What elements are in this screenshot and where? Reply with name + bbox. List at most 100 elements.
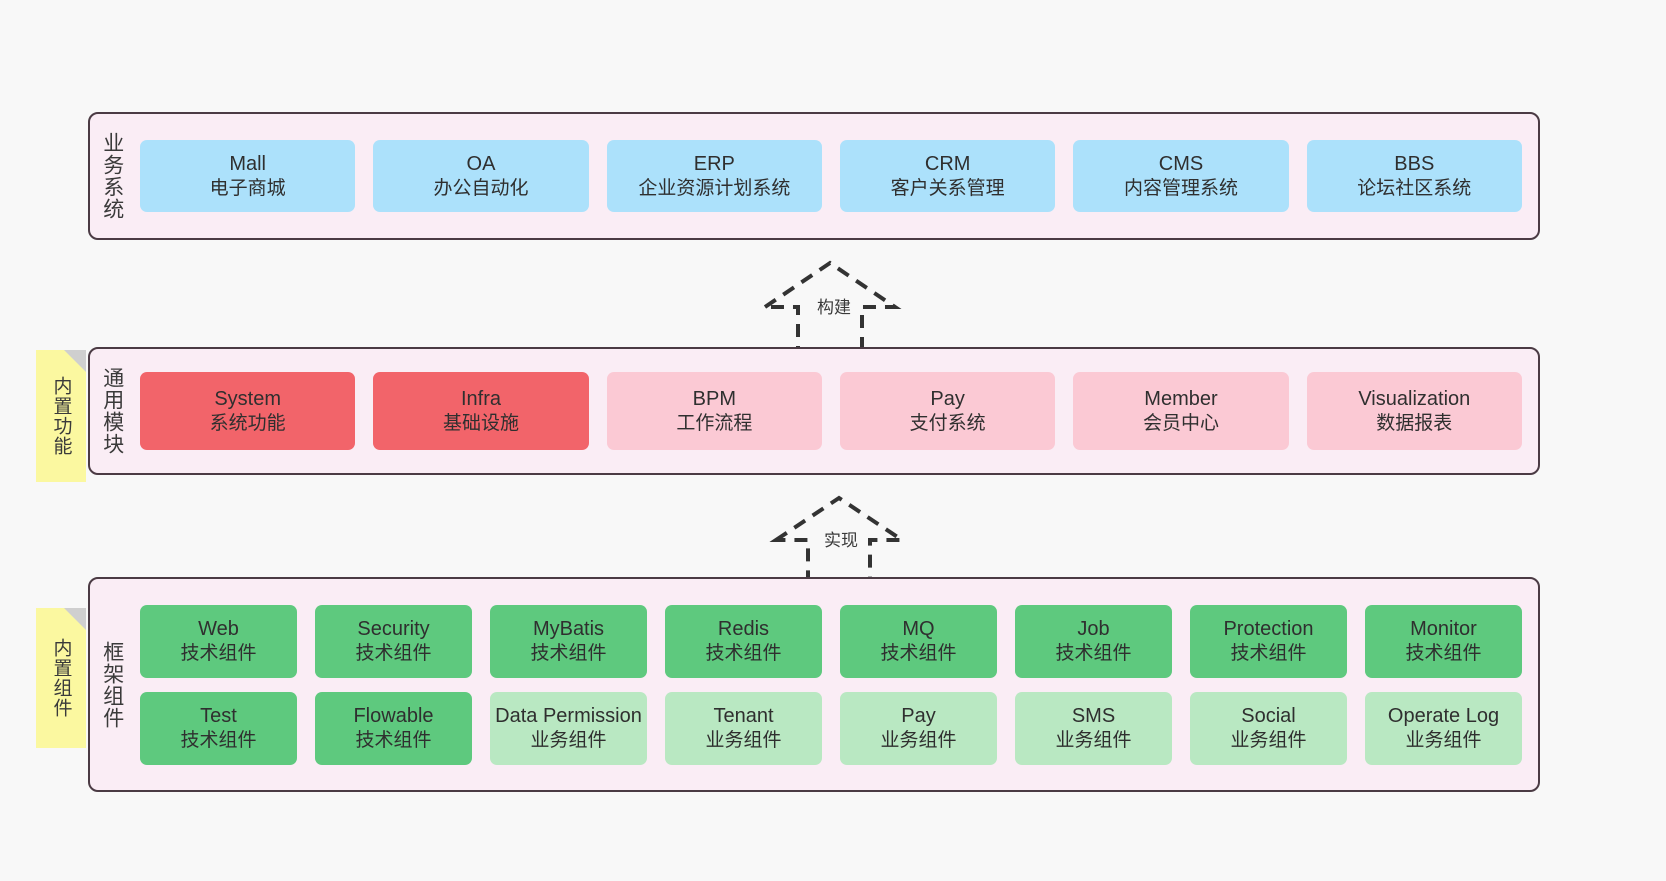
box-infra[interactable]: Infra 基础设施 xyxy=(373,372,589,450)
box-title: Protection xyxy=(1223,618,1314,641)
box-subtitle: 技术组件 xyxy=(355,642,432,664)
layer-title-business: 业务系统 xyxy=(100,132,124,220)
arrow-implement: 实现 xyxy=(768,492,910,584)
box-web[interactable]: Web 技术组件 xyxy=(140,604,297,678)
box-subtitle: 技术组件 xyxy=(355,729,432,751)
box-row: Web 技术组件 Security 技术组件 MyBatis 技术组件 Redi… xyxy=(140,604,1522,678)
arrow-label-implement: 实现 xyxy=(824,531,858,550)
box-subtitle: 技术组件 xyxy=(180,729,257,751)
box-title: MQ xyxy=(902,618,935,641)
box-row: System 系统功能 Infra 基础设施 BPM 工作流程 Pay 支付系统… xyxy=(140,372,1522,450)
box-subtitle: 数据报表 xyxy=(1376,412,1453,434)
note-label: 内置组件 xyxy=(50,638,72,718)
box-bpm[interactable]: BPM 工作流程 xyxy=(606,372,822,450)
box-pay-module[interactable]: Pay 支付系统 xyxy=(839,372,1056,450)
box-flowable[interactable]: Flowable 技术组件 xyxy=(315,691,472,765)
box-title: Member xyxy=(1144,388,1218,411)
layer-framework-components: 框架组件 Web 技术组件 Security 技术组件 MyBatis 技术组件… xyxy=(88,577,1540,792)
box-title: Visualization xyxy=(1358,388,1471,411)
box-crm[interactable]: CRM 客户关系管理 xyxy=(839,140,1056,212)
box-subtitle: 业务组件 xyxy=(1055,729,1132,751)
box-subtitle: 企业资源计划系统 xyxy=(638,177,791,199)
box-operate-log[interactable]: Operate Log 业务组件 xyxy=(1365,691,1522,765)
box-title: SMS xyxy=(1071,705,1116,728)
box-subtitle: 技术组件 xyxy=(705,642,782,664)
box-redis[interactable]: Redis 技术组件 xyxy=(665,604,822,678)
box-title: Infra xyxy=(460,388,501,411)
arrow-label-build: 构建 xyxy=(817,298,851,317)
box-subtitle: 基础设施 xyxy=(442,412,519,434)
box-security[interactable]: Security 技术组件 xyxy=(315,604,472,678)
box-protection[interactable]: Protection 技术组件 xyxy=(1190,604,1347,678)
layer-title-frame: 框架组件 xyxy=(100,640,124,729)
box-title: Web xyxy=(198,618,239,641)
box-title: Pay xyxy=(930,388,965,411)
note-fold-icon xyxy=(64,350,86,372)
box-title: Test xyxy=(200,705,237,728)
box-mq[interactable]: MQ 技术组件 xyxy=(840,604,997,678)
box-sms[interactable]: SMS 业务组件 xyxy=(1015,691,1172,765)
box-title: CRM xyxy=(924,153,971,176)
box-subtitle: 内容管理系统 xyxy=(1123,177,1238,199)
box-row: Mall 电子商城 OA 办公自动化 ERP 企业资源计划系统 CRM 客户关系… xyxy=(140,140,1522,212)
box-pay-component[interactable]: Pay 业务组件 xyxy=(840,691,997,765)
box-subtitle: 论坛社区系统 xyxy=(1357,177,1472,199)
layer-common-modules: 通用模块 System 系统功能 Infra 基础设施 BPM 工作流程 Pay… xyxy=(88,347,1540,475)
box-title: System xyxy=(214,388,281,411)
note-builtin-components: 内置组件 xyxy=(36,608,86,748)
box-member[interactable]: Member 会员中心 xyxy=(1073,372,1289,450)
box-subtitle: 工作流程 xyxy=(676,412,753,434)
box-title: ERP xyxy=(693,153,735,176)
box-oa[interactable]: OA 办公自动化 xyxy=(373,140,589,212)
box-subtitle: 业务组件 xyxy=(530,729,607,751)
layer-body-modules: System 系统功能 Infra 基础设施 BPM 工作流程 Pay 支付系统… xyxy=(134,349,1538,473)
note-fold-icon xyxy=(64,608,86,630)
box-title: Monitor xyxy=(1410,618,1477,641)
box-job[interactable]: Job 技术组件 xyxy=(1015,604,1172,678)
layer-body-business: Mall 电子商城 OA 办公自动化 ERP 企业资源计划系统 CRM 客户关系… xyxy=(134,114,1538,238)
box-title: Mall xyxy=(229,153,266,176)
box-row: Test 技术组件 Flowable 技术组件 Data Permission … xyxy=(140,691,1522,765)
box-subtitle: 办公自动化 xyxy=(433,177,529,199)
box-subtitle: 业务组件 xyxy=(705,729,782,751)
box-tenant[interactable]: Tenant 业务组件 xyxy=(665,691,822,765)
box-title: CMS xyxy=(1158,153,1204,176)
box-title: Pay xyxy=(901,705,936,728)
box-subtitle: 客户关系管理 xyxy=(890,177,1005,199)
box-social[interactable]: Social 业务组件 xyxy=(1190,691,1347,765)
box-cms[interactable]: CMS 内容管理系统 xyxy=(1073,140,1289,212)
layer-title-modules: 通用模块 xyxy=(100,367,124,455)
note-builtin-functions: 内置功能 xyxy=(36,350,86,482)
box-title: OA xyxy=(466,153,496,176)
box-title: BPM xyxy=(692,388,736,411)
box-subtitle: 业务组件 xyxy=(1230,729,1307,751)
note-label: 内置功能 xyxy=(50,376,72,456)
box-mall[interactable]: Mall 电子商城 xyxy=(140,140,356,212)
box-title: Operate Log xyxy=(1387,705,1500,728)
box-monitor[interactable]: Monitor 技术组件 xyxy=(1365,604,1522,678)
box-subtitle: 会员中心 xyxy=(1142,412,1219,434)
box-test[interactable]: Test 技术组件 xyxy=(140,691,297,765)
box-title: Job xyxy=(1077,618,1110,641)
box-title: Data Permission xyxy=(495,705,642,728)
box-subtitle: 支付系统 xyxy=(909,412,986,434)
box-title: Flowable xyxy=(353,705,434,728)
layer-body-frame: Web 技术组件 Security 技术组件 MyBatis 技术组件 Redi… xyxy=(134,579,1538,790)
box-subtitle: 业务组件 xyxy=(1405,729,1482,751)
box-title: Social xyxy=(1241,705,1296,728)
box-mybatis[interactable]: MyBatis 技术组件 xyxy=(490,604,647,678)
arrow-build: 构建 xyxy=(755,257,905,352)
box-system[interactable]: System 系统功能 xyxy=(140,372,356,450)
box-title: Redis xyxy=(717,618,770,641)
box-title: MyBatis xyxy=(532,618,605,641)
box-data-permission[interactable]: Data Permission 业务组件 xyxy=(490,691,647,765)
box-title: Tenant xyxy=(713,705,774,728)
box-visualization[interactable]: Visualization 数据报表 xyxy=(1306,372,1522,450)
box-subtitle: 业务组件 xyxy=(880,729,957,751)
box-erp[interactable]: ERP 企业资源计划系统 xyxy=(606,140,822,212)
box-bbs[interactable]: BBS 论坛社区系统 xyxy=(1306,140,1522,212)
box-subtitle: 技术组件 xyxy=(1230,642,1307,664)
box-subtitle: 技术组件 xyxy=(530,642,607,664)
box-title: Security xyxy=(357,618,430,641)
